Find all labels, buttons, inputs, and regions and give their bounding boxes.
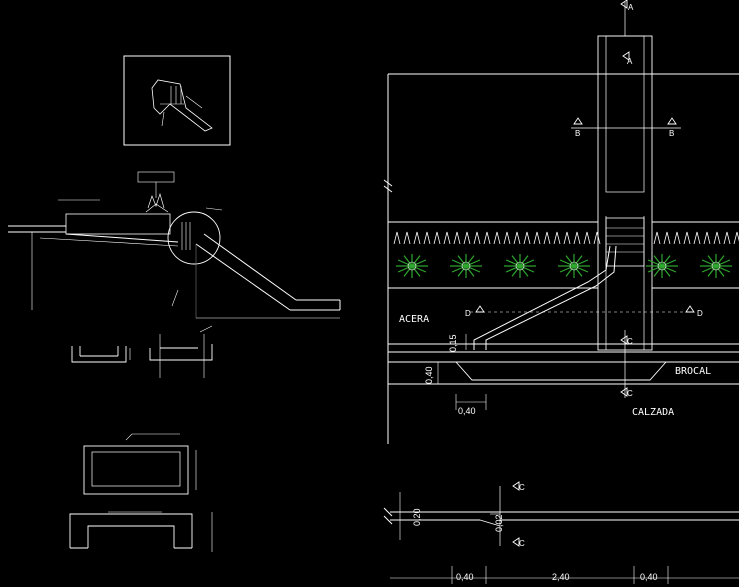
detail-inset-viewport — [123, 55, 231, 146]
ramp-section-drawing — [8, 171, 341, 319]
section-mark-triangles — [475, 0, 695, 547]
dim-0-20: 0,20 — [412, 508, 422, 526]
section-mark-b-left: B — [575, 129, 580, 138]
section-mark-d-left: D — [465, 309, 471, 318]
shrub-symbol — [504, 254, 536, 278]
section-mark-c-bottom-low: C — [519, 539, 525, 548]
planting-row — [396, 254, 732, 278]
curb-label: BROCAL — [675, 366, 711, 377]
shrub-symbol — [450, 254, 482, 278]
ramp-plan-view — [383, 2, 739, 444]
dim-0-02: 0,02 — [494, 514, 504, 532]
section-mark-c-upper: C — [627, 337, 633, 346]
grass-spike-row — [393, 231, 601, 245]
shrub-symbol — [396, 254, 428, 278]
small-details — [69, 325, 213, 552]
dim-bottom-right: 0,40 — [640, 572, 658, 582]
dim-bottom-mid: 2,40 — [552, 572, 570, 582]
grass-spike-row — [653, 231, 739, 245]
roadway-label: CALZADA — [632, 407, 674, 418]
section-mark-a-mid: A — [627, 57, 633, 66]
curb-section-drawing — [383, 486, 739, 584]
shrub-symbol — [558, 254, 590, 278]
section-mark-c-bottom-top: C — [519, 483, 525, 492]
sidewalk-label: ACERA — [399, 314, 429, 325]
section-mark-a-top: A — [628, 3, 634, 12]
section-mark-c-lower: C — [627, 389, 633, 398]
grass-edge-spikes — [393, 231, 739, 245]
section-mark-d-right: D — [697, 309, 703, 318]
section-mark-b-right: B — [669, 129, 674, 138]
drawing-labels: ACERA BROCAL CALZADA 0,15 0,40 0,40 0,20… — [399, 3, 711, 582]
dim-0-40-horizontal: 0,40 — [458, 406, 476, 416]
shrub-symbol — [646, 254, 678, 278]
dim-0-15: 0,15 — [448, 334, 458, 352]
shrub-symbol — [700, 254, 732, 278]
dim-0-40-vertical: 0,40 — [424, 366, 434, 384]
dim-bottom-left: 0,40 — [456, 572, 474, 582]
